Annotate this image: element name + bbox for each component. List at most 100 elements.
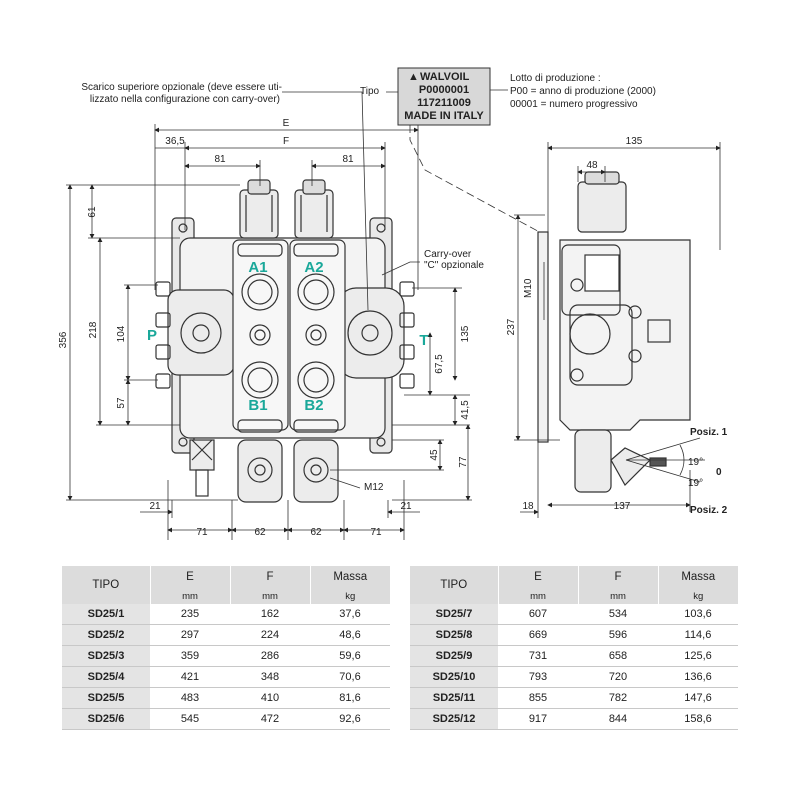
dim-62-left: 62 <box>254 527 266 538</box>
cell-f: 472 <box>260 713 280 725</box>
header-f-unit: mm <box>229 588 310 604</box>
header-e-unit: mm <box>149 588 230 604</box>
cell-f: 596 <box>608 629 628 641</box>
plate-origin: MADE IN ITALY <box>404 110 484 122</box>
cell-e: 359 <box>180 650 200 662</box>
cell-massa: 59,6 <box>339 650 361 662</box>
angle1-label: 19° <box>688 457 703 468</box>
port-a2: A2 <box>304 259 323 276</box>
cell-e: 235 <box>180 608 200 620</box>
plate-code: P0000001 <box>419 84 469 96</box>
plate-number: 117211009 <box>417 97 471 109</box>
dim-71-left: 71 <box>196 527 208 538</box>
cell-f: 224 <box>260 629 280 641</box>
table-row: SD25/11 855 782 147,6 <box>410 687 738 709</box>
cell-massa: 103,6 <box>684 608 712 620</box>
header-massa: Massa <box>309 566 390 588</box>
header-e-unit: mm <box>497 588 578 604</box>
dim-81-left: 81 <box>214 154 226 165</box>
cell-f: 348 <box>260 671 280 683</box>
header-tipo: TIPO <box>62 566 150 604</box>
cell-tipo: SD25/5 <box>62 687 150 709</box>
front-view <box>155 179 415 503</box>
dim-77: 77 <box>458 456 469 468</box>
header-massa-unit: kg <box>309 588 390 604</box>
side-dim-137: 137 <box>614 501 631 512</box>
dim-e: E <box>283 118 290 129</box>
side-dim-135: 135 <box>626 136 643 147</box>
zero-label: 0 <box>716 467 722 478</box>
cell-tipo: SD25/8 <box>410 624 498 646</box>
cell-tipo: SD25/7 <box>410 604 498 625</box>
name-plate <box>397 67 491 126</box>
dim-41-5: 41,5 <box>460 400 471 420</box>
m12-label: M12 <box>364 482 384 493</box>
header-massa-unit: kg <box>657 588 738 604</box>
carry-over-label: Carry-over <box>424 249 472 260</box>
top-drain-note: Scarico superiore opzionale (deve essere… <box>81 82 282 93</box>
dim-104: 104 <box>116 325 127 342</box>
side-dim-48: 48 <box>586 160 598 171</box>
cell-e: 545 <box>180 713 200 725</box>
cell-tipo: SD25/12 <box>410 708 498 730</box>
cell-massa: 37,6 <box>339 608 361 620</box>
posiz1-label: Posiz. 1 <box>690 427 728 438</box>
cell-tipo: SD25/4 <box>62 666 150 688</box>
valve-drawing: Scarico superiore opzionale (deve essere… <box>58 67 728 540</box>
posiz2-label: Posiz. 2 <box>690 505 728 516</box>
header-massa: Massa <box>657 566 738 588</box>
dim-21-right: 21 <box>400 501 412 512</box>
dim-f: F <box>283 136 289 147</box>
cell-e: 297 <box>180 629 200 641</box>
side-dim-18: 18 <box>522 501 534 512</box>
side-dimension-lines <box>514 142 721 518</box>
annotations: Scarico superiore opzionale (deve essere… <box>58 71 728 538</box>
cell-massa: 81,6 <box>339 692 361 704</box>
cell-f: 658 <box>608 650 628 662</box>
cell-f: 782 <box>608 692 628 704</box>
cell-f: 162 <box>260 608 280 620</box>
m10-label: M10 <box>523 278 534 298</box>
header-e: E <box>497 566 578 588</box>
cell-tipo: SD25/9 <box>410 645 498 667</box>
cell-e: 421 <box>180 671 200 683</box>
top-drain-note-2: lizzato nella configurazione con carry-o… <box>90 94 280 105</box>
dim-356: 356 <box>58 331 69 348</box>
cell-e: 855 <box>528 692 548 704</box>
cell-massa: 158,6 <box>684 713 712 725</box>
header-tipo: TIPO <box>410 566 498 604</box>
walvoil-logo-icon: ▲ <box>408 71 419 83</box>
dim-57: 57 <box>116 397 127 409</box>
cell-tipo: SD25/1 <box>62 604 150 625</box>
cell-e: 917 <box>528 713 548 725</box>
port-t: T <box>419 332 428 349</box>
table-row: SD25/12 917 844 158,6 <box>410 708 738 730</box>
cell-f: 844 <box>608 713 628 725</box>
dim-71-right: 71 <box>370 527 382 538</box>
dim-62-right: 62 <box>310 527 322 538</box>
cell-tipo: SD25/6 <box>62 708 150 730</box>
cell-tipo: SD25/11 <box>410 687 498 709</box>
cell-f: 410 <box>260 692 280 704</box>
port-b2: B2 <box>304 397 323 414</box>
front-dimension-lines <box>66 89 546 540</box>
dim-81-right: 81 <box>342 154 354 165</box>
table-row: SD25/1 235 162 37,6 <box>62 604 390 625</box>
cell-tipo: SD25/3 <box>62 645 150 667</box>
cell-massa: 125,6 <box>684 650 712 662</box>
dim-135: 135 <box>460 325 471 342</box>
carry-over-label-2: "C" opzionale <box>424 260 484 271</box>
cell-massa: 147,6 <box>684 692 712 704</box>
dim-218: 218 <box>88 321 99 338</box>
header-f: F <box>229 566 310 588</box>
dim-45: 45 <box>429 449 440 461</box>
lotto-p00: P00 = anno di produzione (2000) <box>510 86 656 97</box>
